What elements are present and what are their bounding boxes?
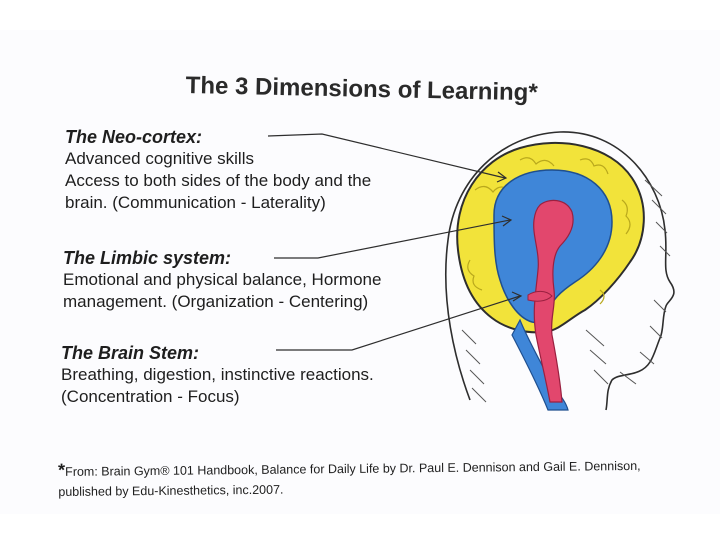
head-hatching [461,179,671,403]
neo-cortex-folds [467,157,631,305]
section-limbic-system: The Limbic system: Emotional and physica… [63,247,381,313]
neo-cortex-line-2: Access to both sides of the body and the [65,171,372,190]
footnote-text-1: From: Brain Gym® 101 Handbook, Balance f… [65,458,641,479]
brain-stem-region [533,199,574,403]
section-neo-cortex: The Neo-cortex: Advanced cognitive skill… [65,126,371,214]
brain-stem-line-1: Breathing, digestion, instinctive reacti… [61,365,374,384]
head-outline [445,131,675,411]
neo-cortex-heading: The Neo-cortex: [65,127,203,147]
section-brain-stem: The Brain Stem: Breathing, digestion, in… [61,342,374,408]
limbic-line-2: management. (Organization - Centering) [63,292,369,311]
source-footnote: *From: Brain Gym® 101 Handbook, Balance … [58,454,641,502]
limbic-line-1: Emotional and physical balance, Hormone [63,270,382,289]
brain-stem-branch [527,290,553,302]
brain-stem-heading: The Brain Stem: [61,343,200,363]
brain-stem-line-2: (Concentration - Focus) [61,387,240,406]
limbic-heading: The Limbic system: [63,248,232,268]
neo-cortex-line-3: brain. (Communication - Laterality) [65,193,326,212]
pointer-lines [267,133,523,351]
neo-cortex-line-1: Advanced cognitive skills [65,149,254,168]
